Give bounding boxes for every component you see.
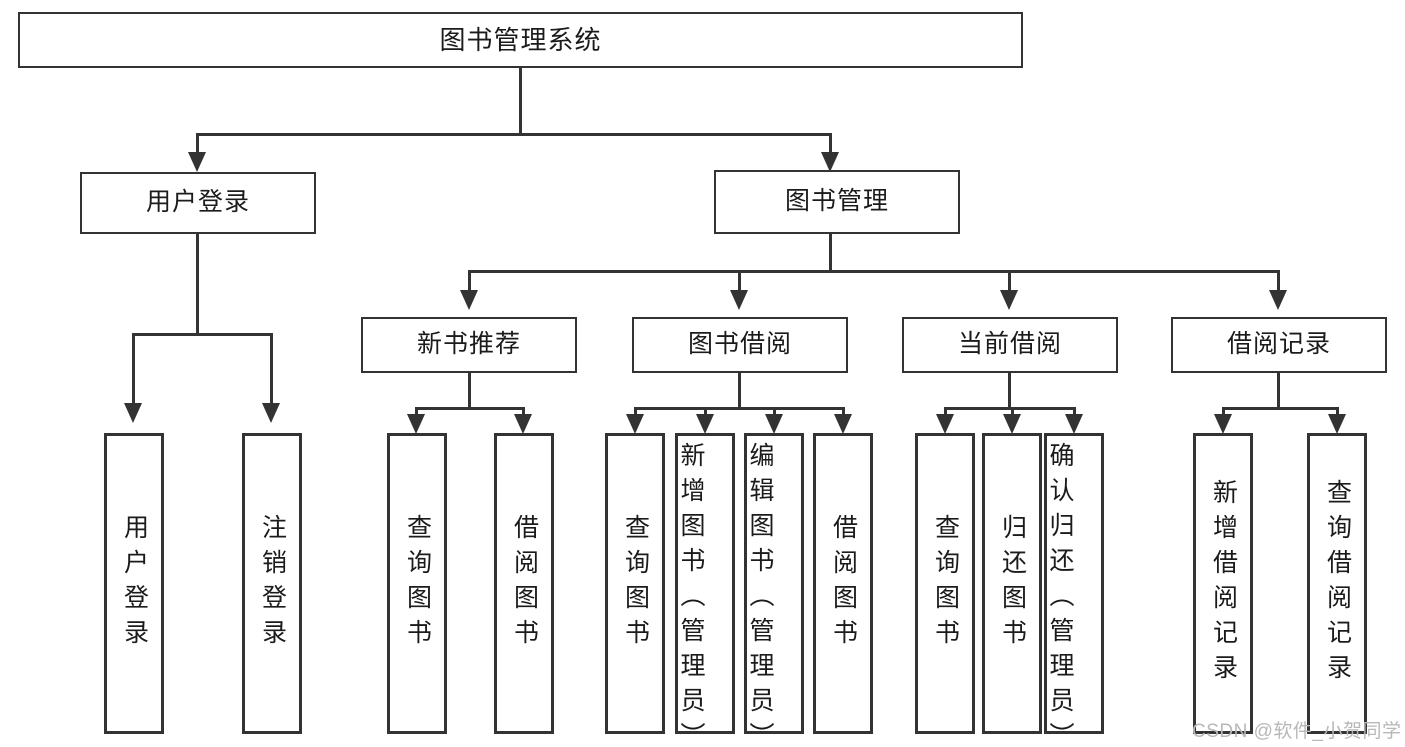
leaf-query-borrow-record[interactable]: 查询借阅记录 <box>1307 433 1367 734</box>
connector-new-book-drop-2 <box>522 407 525 417</box>
connector-user-login-drop-1 <box>132 333 135 405</box>
connector-current-borrow-drop-1 <box>944 407 947 417</box>
connector-level3-drop-1 <box>468 270 471 292</box>
arrowhead-level2-2 <box>821 152 839 172</box>
arrowhead-book-borrow-1 <box>626 414 644 434</box>
connector-book-borrow-drop-4 <box>842 407 845 417</box>
node-borrow-record[interactable]: 借阅记录 <box>1171 317 1387 373</box>
leaf-label: 新增借阅记录 <box>1209 478 1238 689</box>
connector-book-borrow-bus <box>634 407 845 410</box>
connector-current-borrow-stem <box>1008 373 1011 410</box>
leaf-label: 借阅图书 <box>829 513 858 654</box>
arrowhead-current-borrow-2 <box>1003 414 1021 434</box>
arrowhead-level2-1 <box>188 152 206 172</box>
connector-level3-drop-4 <box>1277 270 1280 292</box>
leaf-user-login[interactable]: 用户登录 <box>104 433 164 734</box>
node-user-login[interactable]: 用户登录 <box>80 172 316 234</box>
leaf-label: 查询图书 <box>403 513 432 654</box>
leaf-query-book-recommend[interactable]: 查询图书 <box>387 433 447 734</box>
arrowhead-new-book-1 <box>407 414 425 434</box>
connector-current-borrow-drop-3 <box>1073 407 1076 417</box>
leaf-label: 确认归还（管理员） <box>1046 442 1074 747</box>
node-label: 图书借阅 <box>687 330 792 359</box>
node-book-management[interactable]: 图书管理 <box>714 170 960 234</box>
node-label: 图书管理 <box>784 187 889 216</box>
node-label: 借阅记录 <box>1226 330 1331 359</box>
connector-user-login-bus <box>132 333 273 336</box>
connector-current-borrow-drop-2 <box>1011 407 1014 417</box>
connector-borrow-record-stem <box>1277 373 1280 410</box>
node-label: 当前借阅 <box>957 330 1062 359</box>
leaf-borrow-book[interactable]: 借阅图书 <box>813 433 873 734</box>
node-root-book-management-system[interactable]: 图书管理系统 <box>18 12 1023 68</box>
leaf-label: 注销登录 <box>258 513 287 654</box>
leaf-label: 用户登录 <box>120 513 149 654</box>
connector-book-borrow-drop-1 <box>634 407 637 417</box>
connector-user-login-stem <box>196 234 199 335</box>
arrowhead-new-book-2 <box>514 414 532 434</box>
connector-user-login-drop-2 <box>270 333 273 405</box>
leaf-add-book-admin[interactable]: 新增图书（管理员） <box>675 433 735 747</box>
leaf-logout[interactable]: 注销登录 <box>242 433 302 734</box>
node-new-book-recommend[interactable]: 新书推荐 <box>361 317 577 373</box>
connector-level3-drop-3 <box>1008 270 1011 292</box>
arrowhead-user-login-2 <box>262 403 280 423</box>
arrowhead-borrow-record-1 <box>1214 414 1232 434</box>
leaf-edit-book-admin[interactable]: 编辑图书（管理员） <box>744 433 804 747</box>
connector-new-book-drop-1 <box>415 407 418 417</box>
connector-new-book-bus <box>415 407 525 410</box>
leaf-borrow-book-recommend[interactable]: 借阅图书 <box>494 433 554 734</box>
arrowhead-level3-2 <box>730 290 748 310</box>
arrowhead-level3-4 <box>1269 290 1287 310</box>
connector-borrow-record-drop-2 <box>1336 407 1339 417</box>
connector-current-borrow-bus <box>944 407 1076 410</box>
connector-book-borrow-drop-3 <box>773 407 776 417</box>
arrowhead-user-login-1 <box>124 403 142 423</box>
connector-level2-drop-2 <box>829 133 832 155</box>
leaf-query-book-borrow[interactable]: 查询图书 <box>605 433 665 734</box>
leaf-label: 新增图书（管理员） <box>677 442 705 747</box>
connector-borrow-record-bus <box>1222 407 1339 410</box>
arrowhead-current-borrow-3 <box>1065 414 1083 434</box>
node-book-borrow[interactable]: 图书借阅 <box>632 317 848 373</box>
arrowhead-borrow-record-2 <box>1328 414 1346 434</box>
node-label: 新书推荐 <box>416 330 521 359</box>
connector-borrow-record-drop-1 <box>1222 407 1225 417</box>
node-label: 用户登录 <box>145 188 250 217</box>
arrowhead-book-borrow-4 <box>834 414 852 434</box>
connector-book-management-stem <box>829 234 832 273</box>
arrowhead-book-borrow-3 <box>765 414 783 434</box>
node-label: 图书管理系统 <box>439 24 602 55</box>
connector-book-borrow-drop-2 <box>704 407 707 417</box>
arrowhead-level3-1 <box>460 290 478 310</box>
connector-root-stem <box>519 68 522 135</box>
leaf-label: 查询借阅记录 <box>1323 478 1352 689</box>
leaf-add-borrow-record[interactable]: 新增借阅记录 <box>1193 433 1253 734</box>
leaf-label: 归还图书 <box>998 513 1027 654</box>
leaf-label: 编辑图书（管理员） <box>746 442 774 747</box>
connector-level2-bus <box>196 133 832 136</box>
leaf-confirm-return-admin[interactable]: 确认归还（管理员） <box>1044 433 1104 747</box>
connector-level3-bus <box>468 270 1280 273</box>
connector-level3-drop-2 <box>738 270 741 292</box>
csdn-watermark: CSDN @软件_小贺同学 <box>1192 721 1402 742</box>
arrowhead-book-borrow-2 <box>696 414 714 434</box>
leaf-return-book[interactable]: 归还图书 <box>982 433 1042 734</box>
connector-level2-drop-1 <box>196 133 199 155</box>
connector-book-borrow-stem <box>738 373 741 410</box>
leaf-query-book-current[interactable]: 查询图书 <box>915 433 975 734</box>
node-current-borrow[interactable]: 当前借阅 <box>902 317 1118 373</box>
arrowhead-current-borrow-1 <box>936 414 954 434</box>
connector-new-book-stem <box>468 373 471 410</box>
leaf-label: 查询图书 <box>621 513 650 654</box>
leaf-label: 借阅图书 <box>510 513 539 654</box>
arrowhead-level3-3 <box>1000 290 1018 310</box>
leaf-label: 查询图书 <box>931 513 960 654</box>
